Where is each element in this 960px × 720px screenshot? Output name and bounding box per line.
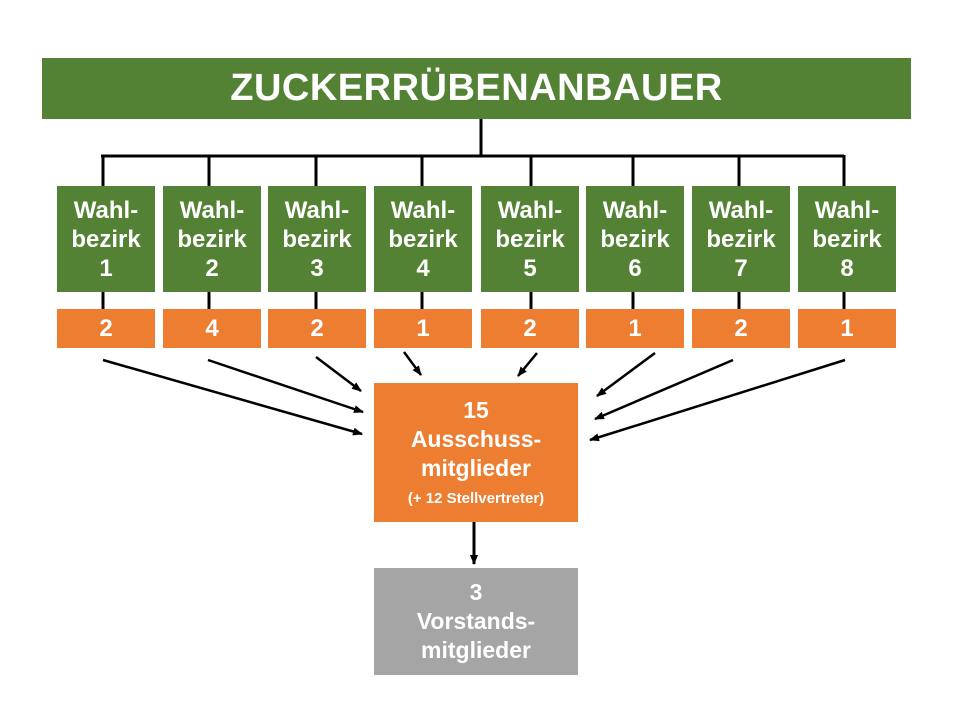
seat-count-1: 2 xyxy=(57,309,155,348)
district-label-line2: bezirk xyxy=(282,225,352,253)
district-number: 3 xyxy=(310,254,324,282)
seat-count-2: 4 xyxy=(163,309,261,348)
district-box-2: Wahl- bezirk 2 xyxy=(163,186,261,292)
arrow-2 xyxy=(207,358,364,414)
board-label-line1: Vorstands- xyxy=(416,608,536,634)
district-box-8: Wahl- bezirk 8 xyxy=(798,186,896,292)
organization-title: ZUCKERRÜBENANBAUER xyxy=(42,58,911,119)
arrow-7 xyxy=(594,358,734,421)
board-count: 3 xyxy=(469,579,483,605)
committee-note: (+ 12 Stellvertreter) xyxy=(407,490,545,507)
district-label-line2: bezirk xyxy=(388,225,458,253)
district-label-line1: Wahl- xyxy=(390,196,456,224)
district-number: 5 xyxy=(523,254,537,282)
organization-title-text: ZUCKERRÜBENANBAUER xyxy=(230,67,723,109)
district-label-line1: Wahl- xyxy=(602,196,668,224)
district-label-line2: bezirk xyxy=(706,225,776,253)
district-label-line2: bezirk xyxy=(177,225,247,253)
district-label-line1: Wahl- xyxy=(814,196,880,224)
arrow-6 xyxy=(596,351,656,398)
district-box-4: Wahl- bezirk 4 xyxy=(374,186,472,292)
arrow-8 xyxy=(589,358,846,442)
seat-count-4: 1 xyxy=(374,309,472,348)
district-box-5: Wahl- bezirk 5 xyxy=(481,186,579,292)
arrow-4 xyxy=(402,351,423,376)
district-box-7: Wahl- bezirk 7 xyxy=(692,186,790,292)
arrow-1 xyxy=(102,358,363,436)
district-number: 8 xyxy=(840,254,854,282)
district-label-line2: bezirk xyxy=(71,225,141,253)
seat-count-5: 2 xyxy=(481,309,579,348)
district-number: 6 xyxy=(628,254,642,282)
committee-label-line1: Ausschuss- xyxy=(410,426,542,452)
district-label-line1: Wahl- xyxy=(179,196,245,224)
district-label-line1: Wahl- xyxy=(284,196,350,224)
district-number: 7 xyxy=(734,254,748,282)
district-box-3: Wahl- bezirk 3 xyxy=(268,186,366,292)
district-label-line1: Wahl- xyxy=(497,196,563,224)
district-box-6: Wahl- bezirk 6 xyxy=(586,186,684,292)
board-box: 3 Vorstands- mitglieder xyxy=(374,568,578,675)
committee-count: 15 xyxy=(463,397,489,423)
arrow-5 xyxy=(517,352,538,377)
district-number: 4 xyxy=(416,254,430,282)
district-box-1: Wahl- bezirk 1 xyxy=(57,186,155,292)
district-label-line2: bezirk xyxy=(600,225,670,253)
arrow-3 xyxy=(315,356,362,392)
committee-label-line2: mitglieder xyxy=(421,455,531,481)
seat-count-3: 2 xyxy=(268,309,366,348)
seat-count-6: 1 xyxy=(586,309,684,348)
district-number: 1 xyxy=(99,254,113,282)
district-number: 2 xyxy=(205,254,219,282)
district-label-line2: bezirk xyxy=(495,225,565,253)
seat-count-8: 1 xyxy=(798,309,896,348)
district-label-line2: bezirk xyxy=(812,225,882,253)
district-label-line1: Wahl- xyxy=(708,196,774,224)
committee-box: 15 Ausschuss- mitglieder (+ 12 Stellvert… xyxy=(374,383,578,522)
district-label-line1: Wahl- xyxy=(73,196,139,224)
seat-count-7: 2 xyxy=(692,309,790,348)
board-label-line2: mitglieder xyxy=(421,637,531,663)
